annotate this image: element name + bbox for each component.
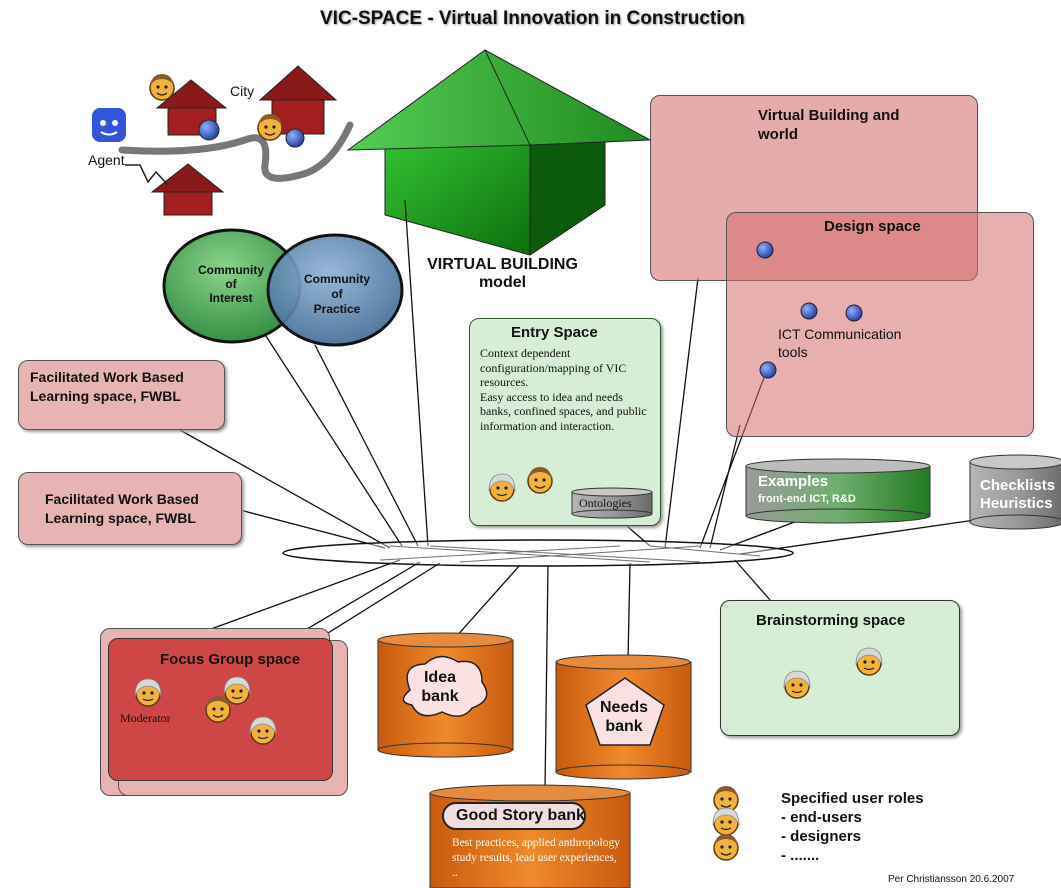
ellipse-crosshatch	[379, 545, 761, 563]
examples-title: Examples	[758, 473, 829, 490]
community-interest-label: Community of Interest	[198, 263, 264, 305]
city-dot-2	[285, 128, 305, 148]
agent-link	[125, 164, 169, 186]
agent-label: Agent	[88, 152, 125, 168]
city-user-face-1	[149, 73, 175, 101]
city-house-3	[150, 163, 225, 216]
central-hub-ellipse	[282, 539, 794, 567]
entry-space-title: Entry Space	[511, 324, 598, 341]
needs-bank-cylinder	[555, 654, 692, 780]
city-label: City	[230, 83, 255, 99]
design-space-box[interactable]	[726, 212, 1034, 437]
city-house-2	[258, 65, 338, 135]
examples-cylinder	[745, 458, 931, 524]
examples-subtitle: front-end ICT, R&D	[758, 493, 856, 505]
agent-icon	[92, 108, 126, 142]
fwbl-box-1[interactable]	[18, 360, 225, 430]
legend-face-2	[712, 807, 740, 836]
good-story-body: Best practices, applied anthropology stu…	[452, 837, 620, 879]
good-story-cylinder	[429, 784, 631, 888]
entry-space-body: Context dependent configuration/mapping …	[480, 346, 647, 433]
brainstorming-label: Brainstorming space	[756, 612, 906, 629]
good-story-title: Good Story bank	[456, 807, 585, 824]
checklists-cylinder	[969, 454, 1061, 530]
design-space-label: Design space	[824, 218, 921, 235]
ontologies-label: Ontologies	[579, 496, 632, 510]
needs-bank-label: Needs bank	[599, 699, 649, 735]
credit-text: Per Christiansson 20.6.2007	[888, 874, 1015, 885]
idea-bank-cylinder	[377, 632, 514, 758]
city-dot-1	[198, 119, 220, 141]
diagram-title: VIC-SPACE - Virtual Innovation in Constr…	[320, 8, 745, 29]
virtual-building-world-label: Virtual Building and world	[758, 107, 900, 143]
user-roles-legend: Specified user roles - end-users - desig…	[781, 790, 924, 864]
focus-group-label: Focus Group space	[160, 651, 301, 668]
community-of-practice-circle	[266, 233, 404, 347]
brainstorming-space-box[interactable]	[720, 600, 960, 736]
city-user-face-2	[257, 113, 283, 141]
ict-tools-label: ICT Communication tools	[778, 326, 902, 360]
moderator-label: Moderator	[120, 711, 171, 725]
fwbl-label-2: Facilitated Work Based Learning space, F…	[45, 491, 199, 526]
city-road	[118, 121, 354, 182]
idea-bank-label: Idea bank	[421, 669, 459, 705]
legend-face-3	[713, 833, 739, 861]
fwbl-label-1: Facilitated Work Based Learning space, F…	[30, 369, 184, 404]
virtual-building-model-label: VIRTUAL BUILDING model	[427, 256, 578, 291]
fwbl-box-2[interactable]	[18, 472, 242, 545]
checklists-label: Checklists Heuristics	[980, 477, 1056, 512]
community-practice-label: Community of Practice	[304, 272, 370, 316]
virtual-building-house	[346, 49, 652, 256]
